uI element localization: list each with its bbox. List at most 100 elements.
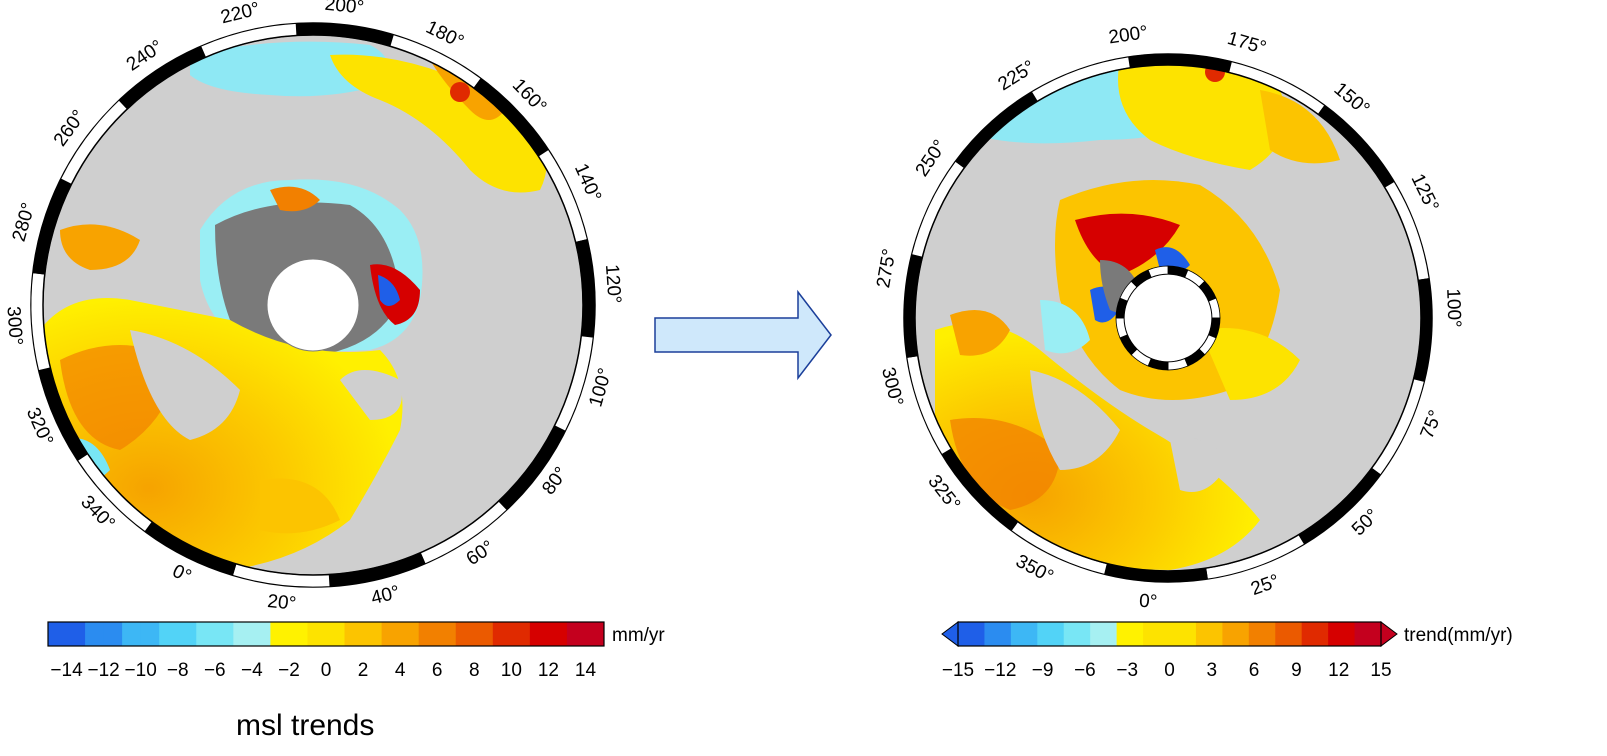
- left-lon-label: 60°: [463, 537, 499, 570]
- colorbar-swatch: [288, 622, 308, 646]
- right-trend-field: [935, 65, 1340, 570]
- colorbar-swatch: [455, 622, 475, 646]
- colorbar-swatch: [177, 622, 197, 646]
- right-colorbar-tick: −9: [1032, 660, 1054, 681]
- colorbar-swatch: [1301, 622, 1329, 646]
- right-colorbar-tick: 3: [1207, 660, 1218, 681]
- right-colorbar-tick: −12: [984, 660, 1016, 681]
- left-colorbar-tick: −14: [50, 660, 83, 681]
- right-lon-label: 275°: [873, 247, 901, 289]
- right-lon-label: 250°: [912, 136, 951, 180]
- right-colorbar-tick: 0: [1164, 660, 1175, 681]
- colorbar-swatch: [251, 622, 271, 646]
- colorbar-swatch: [1090, 622, 1118, 646]
- right-lon-label: 100°: [1442, 288, 1464, 328]
- colorbar-swatch: [1169, 622, 1197, 646]
- colorbar-swatch: [492, 622, 512, 646]
- colorbar-swatch: [85, 622, 105, 646]
- colorbar-swatch: [548, 622, 568, 646]
- left-colorbar: mm/yr −14−12 −10 −8 −6 −4 −2 0 2 4 6 8 10 12 14 msl t…: [47, 621, 665, 742]
- left-lon-label: 220°: [219, 0, 262, 28]
- colorbar-swatch: [1037, 622, 1065, 646]
- right-lon-label: 125°: [1407, 171, 1443, 216]
- right-lon-label: 50°: [1348, 505, 1383, 540]
- colorbar-swatch: [233, 622, 253, 646]
- transition-arrow: [654, 289, 832, 381]
- left-colorbar-tick: 10: [501, 660, 522, 681]
- colorbar-swatch: [196, 622, 216, 646]
- colorbar-swatch: [585, 622, 605, 646]
- colorbar-swatch: [511, 622, 531, 646]
- colorbar-swatch: [159, 622, 179, 646]
- colorbar-swatch: [1010, 622, 1038, 646]
- colorbar-swatch: [529, 622, 549, 646]
- colorbar-swatch: [1222, 622, 1250, 646]
- right-lon-label: 225°: [994, 57, 1038, 96]
- left-map-title: msl trends: [236, 709, 374, 742]
- left-frame-ticks: [30, 22, 596, 588]
- colorbar-swatch: [363, 622, 383, 646]
- right-polar-map: 200°175°150°125°100°75°50°25°0°350°325°3…: [873, 22, 1464, 613]
- right-lon-label: 0°: [1138, 591, 1158, 613]
- right-colorbar-min-arrow: [941, 621, 959, 647]
- right-lon-label: 300°: [877, 365, 907, 408]
- left-colorbar-tick: 6: [432, 660, 443, 681]
- left-colorbar-tick: 0: [321, 660, 332, 681]
- right-colorbar-tick: 6: [1249, 660, 1260, 681]
- right-lon-label: 175°: [1225, 28, 1269, 59]
- colorbar-swatch: [307, 622, 327, 646]
- right-colorbar-tick: 12: [1328, 660, 1349, 681]
- left-lon-label: 0°: [169, 561, 195, 588]
- colorbar-swatch: [1116, 622, 1144, 646]
- right-colorbar-tick: −6: [1074, 660, 1096, 681]
- left-colorbar-tick: −12: [87, 660, 119, 681]
- left-colorbar-tick: −10: [125, 660, 157, 681]
- colorbar-swatch: [437, 622, 457, 646]
- colorbar-swatch: [381, 622, 401, 646]
- colorbar-swatch: [1195, 622, 1223, 646]
- left-lon-label: 40°: [369, 582, 402, 609]
- left-colorbar-tick: −6: [204, 660, 226, 681]
- colorbar-swatch: [958, 622, 985, 646]
- right-lon-label: 75°: [1417, 407, 1447, 442]
- colorbar-swatch: [326, 622, 346, 646]
- left-colorbar-tick: −4: [241, 660, 263, 681]
- left-colorbar-tick: 14: [575, 660, 597, 681]
- right-colorbar-tick: 15: [1370, 660, 1391, 681]
- left-colorbar-tick: 8: [469, 660, 480, 681]
- colorbar-swatch: [1248, 622, 1276, 646]
- left-lon-label: 20°: [266, 591, 297, 615]
- colorbar-swatch: [140, 622, 160, 646]
- colorbar-swatch: [1354, 622, 1382, 646]
- colorbar-swatch: [474, 622, 494, 646]
- left-colorbar-tick: −8: [167, 660, 189, 681]
- colorbar-swatch: [566, 622, 586, 646]
- right-lon-label: 25°: [1248, 571, 1282, 601]
- colorbar-swatch: [400, 622, 420, 646]
- colorbar-swatch: [270, 622, 290, 646]
- right-inner-ring: [1115, 265, 1221, 371]
- colorbar-swatch: [1275, 622, 1303, 646]
- colorbar-swatch: [66, 622, 86, 646]
- left-colorbar-tick: 2: [358, 660, 369, 681]
- right-lon-label: 200°: [1107, 22, 1149, 48]
- left-lon-label: 280°: [9, 200, 40, 244]
- colorbar-swatch: [103, 622, 123, 646]
- right-colorbar-tick: −15: [942, 660, 974, 681]
- colorbar-swatch: [48, 622, 68, 646]
- left-lon-label: 300°: [2, 306, 26, 347]
- left-colorbar-tick: 4: [395, 660, 406, 681]
- left-lon-label: 100°: [585, 366, 616, 410]
- colorbar-swatch: [1143, 622, 1170, 646]
- left-colorbar-unit: mm/yr: [612, 625, 665, 646]
- colorbar-swatch: [1328, 622, 1356, 646]
- colorbar-swatch: [1063, 622, 1091, 646]
- colorbar-swatch: [984, 622, 1012, 646]
- left-colorbar-tick: −2: [278, 660, 300, 681]
- left-colorbar-tick: 12: [538, 660, 559, 681]
- right-colorbar-tick: 9: [1291, 660, 1302, 681]
- right-pole-hole: [1123, 273, 1213, 363]
- colorbar-swatch: [344, 622, 364, 646]
